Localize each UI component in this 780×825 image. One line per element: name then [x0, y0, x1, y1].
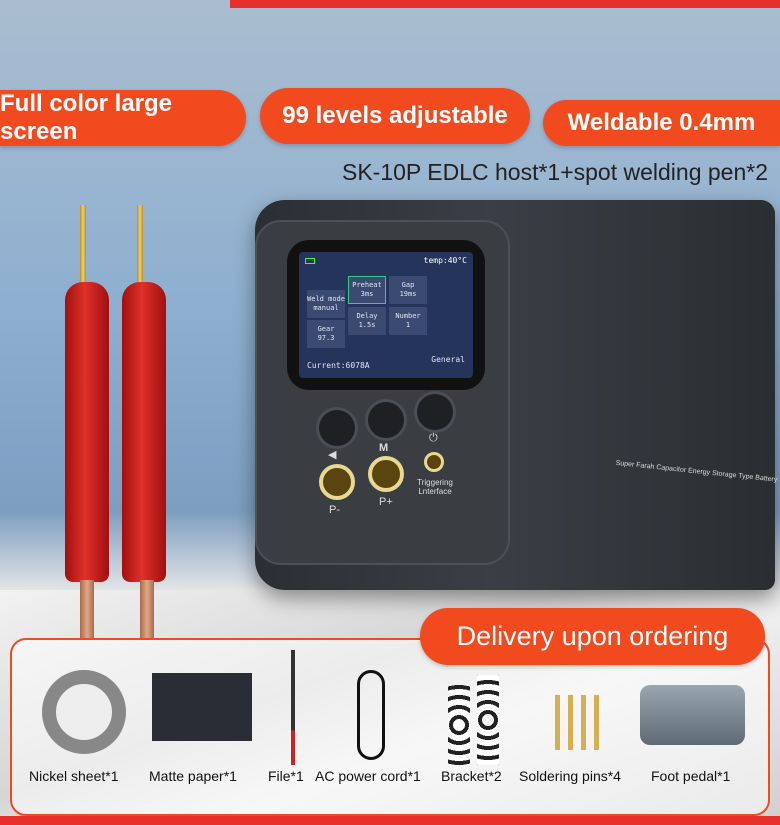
top-bar	[230, 0, 780, 8]
trigger-label: Triggering Lnterface	[417, 478, 453, 496]
matte-paper-image	[152, 673, 252, 741]
button-left[interactable]	[319, 410, 355, 446]
button-power[interactable]	[417, 394, 453, 430]
badge-weldable: Weldable 0.4mm	[543, 100, 780, 146]
general-button[interactable]: General	[431, 355, 465, 364]
port-minus	[319, 464, 355, 500]
tile-weld-mode[interactable]: Weld mode manual	[307, 290, 345, 318]
badge-levels: 99 levels adjustable	[260, 88, 530, 144]
left-arrow-icon: ◀	[328, 449, 337, 461]
pen-cable	[140, 580, 154, 640]
bracket-image	[448, 685, 470, 765]
item-label: Bracket*2	[441, 768, 502, 784]
port-plus	[368, 456, 404, 492]
delivery-panel	[10, 638, 770, 816]
subtitle: SK-10P EDLC host*1+spot welding pen*2	[342, 159, 768, 185]
welding-pen	[65, 282, 109, 582]
power-cord-image	[357, 670, 385, 760]
port-plus-label: P+	[379, 496, 393, 508]
pen-tip	[80, 205, 86, 285]
file-image	[291, 650, 295, 765]
delivery-title: Delivery upon ordering	[420, 608, 765, 665]
battery-icon	[305, 258, 315, 264]
pen-tip	[137, 205, 143, 285]
front-panel: temp:40°C Weld mode manual Preheat 3ms G…	[255, 220, 510, 565]
bracket-image	[477, 675, 499, 765]
button-mode[interactable]	[368, 402, 404, 438]
item-label: Soldering pins*4	[519, 768, 621, 784]
soldering-pins-image	[555, 695, 607, 750]
mode-label: M	[379, 442, 389, 454]
tile-delay[interactable]: Delay 1.5s	[348, 307, 386, 335]
display: temp:40°C Weld mode manual Preheat 3ms G…	[287, 240, 485, 390]
item-label: File*1	[268, 768, 304, 784]
tile-number[interactable]: Number 1	[389, 307, 427, 335]
power-icon: ⏻	[429, 432, 438, 444]
welder-device: temp:40°C Weld mode manual Preheat 3ms G…	[255, 200, 780, 590]
bottom-bar	[0, 816, 780, 825]
item-label: Matte paper*1	[149, 768, 237, 784]
trigger-port	[424, 452, 444, 472]
item-label: Nickel sheet*1	[29, 768, 119, 784]
current-readout: Current:6078A	[307, 361, 370, 370]
port-minus-label: P-	[329, 504, 340, 516]
badge-full-color: Full color large screen	[0, 90, 246, 146]
item-label: AC power cord*1	[315, 768, 421, 784]
tile-preheat[interactable]: Preheat 3ms	[348, 276, 386, 304]
welding-pen	[122, 282, 166, 582]
pen-cable	[80, 580, 94, 640]
nickel-sheet-image	[42, 670, 126, 754]
tile-gear[interactable]: Gear 97.3	[307, 320, 345, 348]
item-label: Foot pedal*1	[651, 768, 731, 784]
temp-readout: temp:40°C	[423, 256, 467, 265]
tile-gap[interactable]: Gap 19ms	[389, 276, 427, 304]
foot-pedal-image	[640, 685, 745, 745]
side-text: Super Farah Capacitor Energy Storage Typ…	[615, 459, 780, 491]
